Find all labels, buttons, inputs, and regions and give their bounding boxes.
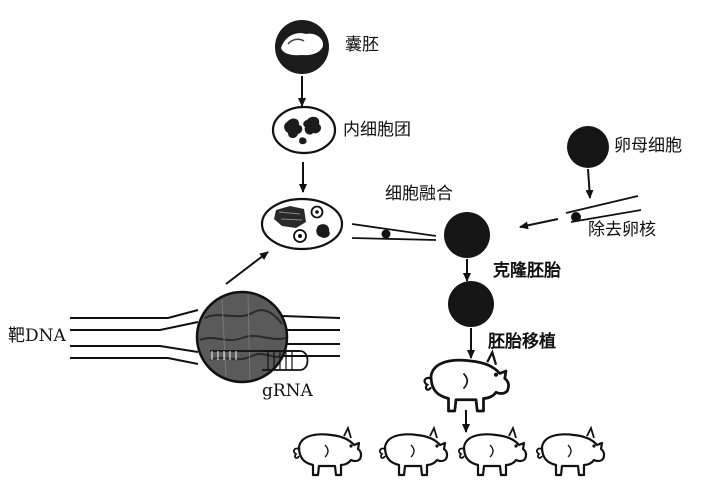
edited-cell-dish [260, 197, 344, 251]
offspring-pig-icon [292, 426, 363, 477]
label-blastocyst: 囊胚 [345, 35, 379, 55]
arrow-oocyte-to-enucleation [585, 168, 594, 199]
label-target-dna: 靶DNA [8, 326, 66, 346]
enucleation-micropipette-icon [565, 195, 642, 223]
label-cloned-embryo: 克隆胚胎 [493, 261, 561, 281]
label-embryo-transfer: 胚胎移植 [488, 332, 556, 352]
inner-cell-mass [271, 105, 337, 155]
oocyte [567, 126, 609, 168]
label-inner-cell-mass: 内细胞团 [343, 120, 411, 140]
surrogate-pig-icon [423, 350, 510, 413]
offspring-pig-icon [378, 426, 449, 477]
blastocyst [275, 20, 329, 74]
offspring-pig-icon [457, 426, 528, 477]
fused-cell [444, 212, 490, 258]
donor-cell-micropipette-icon [351, 223, 437, 241]
label-cell-fusion: 细胞融合 [385, 184, 453, 204]
crispr-complex [70, 290, 341, 384]
arrow-enucleated-to-fusion [519, 218, 559, 230]
offspring-pig-icon [535, 426, 606, 477]
label-enucleation: 除去卵核 [588, 220, 656, 240]
cloned-embryo [448, 281, 494, 327]
label-oocyte: 卵母细胞 [614, 136, 682, 156]
arrow-edited-to-cells [225, 251, 269, 285]
label-grna: gRNA [262, 381, 313, 401]
